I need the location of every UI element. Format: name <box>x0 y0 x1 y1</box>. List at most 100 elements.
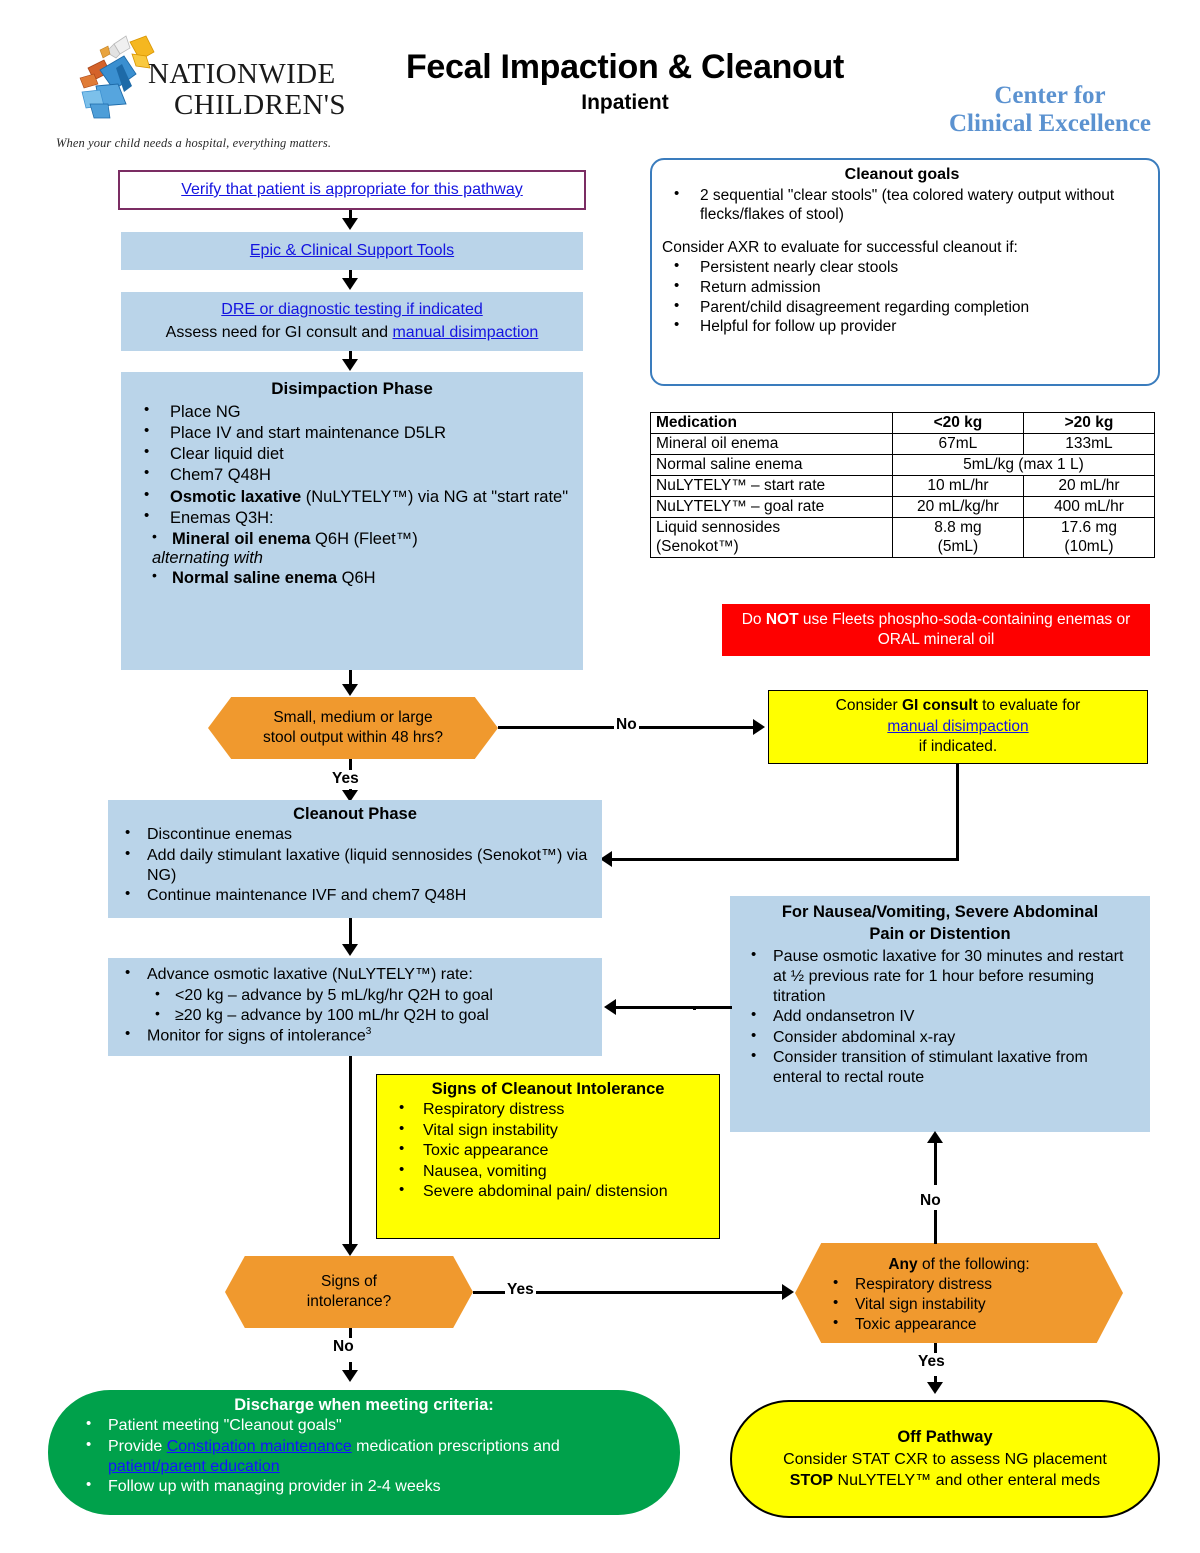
off-pathway-box: Off Pathway Consider STAT CXR to assess … <box>730 1400 1160 1518</box>
nausea-list: Pause osmotic laxative for 30 minutes an… <box>739 946 1141 1089</box>
cell-med: Mineral oil enema <box>650 433 893 455</box>
off-pathway-line-1: Consider STAT CXR to assess NG placement <box>783 1450 1107 1468</box>
list-item: Consider transition of stimulant laxativ… <box>751 1047 1141 1088</box>
arrow-verify-to-epic <box>342 218 358 230</box>
list-item: Toxic appearance <box>399 1140 719 1161</box>
cce-line-2: Clinical Excellence <box>948 110 1152 137</box>
list-item: Add ondansetron IV <box>751 1006 1141 1027</box>
advance-osmotic-laxative-box: Advance osmotic laxative (NuLYTELY™) rat… <box>108 958 602 1056</box>
connector-advance-to-hex-intol <box>349 1056 352 1248</box>
patient-parent-education-link[interactable]: patient/parent education <box>108 1457 280 1475</box>
advance-list-2: Monitor for signs of intolerance3 <box>117 1024 593 1046</box>
any-heading: Any of the following: <box>888 1256 1030 1274</box>
table-row: NuLYTELY™ – goal rate 20 mL/kg/hr 400 mL… <box>650 496 1156 518</box>
arrow-intol-no-to-discharge <box>342 1370 358 1382</box>
edge-label-yes-intol: Yes <box>505 1281 536 1299</box>
hex-intol-line-2: intolerance? <box>306 1293 392 1310</box>
cleanout-goals-box: Cleanout goals 2 sequential "clear stool… <box>650 158 1160 386</box>
signs-of-intolerance-decision: Signs of intolerance? <box>225 1256 473 1328</box>
list-item: 2 sequential "clear stools" (tea colored… <box>674 185 1148 225</box>
cell-both: 5mL/kg (max 1 L) <box>891 454 1156 476</box>
list-item: Persistent nearly clear stools <box>674 257 1148 277</box>
list-item: Patient meeting "Cleanout goals" <box>86 1415 656 1436</box>
epic-support-tools-link[interactable]: Epic & Clinical Support Tools <box>249 242 455 259</box>
col-under-20kg: <20 kg <box>891 412 1024 434</box>
cell-small: 10 mL/hr <box>891 475 1024 497</box>
cell-med: NuLYTELY™ – goal rate <box>650 496 893 518</box>
cleanout-phase-heading: Cleanout Phase <box>293 805 417 823</box>
arrow-intol-yes-to-any <box>782 1284 794 1300</box>
connector-cleanout-to-advance <box>349 918 352 946</box>
off-pathway-line-2: STOP NuLYTELY™ and other enteral meds <box>789 1471 1101 1489</box>
arrow-cleanout-to-advance <box>342 944 358 956</box>
dre-link[interactable]: DRE or diagnostic testing if indicated <box>221 301 483 319</box>
list-item: Place IV and start maintenance D5LR <box>144 422 574 444</box>
advance-sublist: <20 kg – advance by 5 mL/kg/hr Q2H to go… <box>117 985 593 1026</box>
list-item: Toxic appearance <box>833 1314 992 1334</box>
axr-criteria-list: Persistent nearly clear stools Return ad… <box>656 257 1148 337</box>
list-item: Continue maintenance IVF and chem7 Q48H <box>125 885 593 906</box>
list-item: Place NG <box>144 401 574 423</box>
list-item: Advance osmotic laxative (NuLYTELY™) rat… <box>125 964 593 985</box>
verify-pathway-box[interactable]: Verify that patient is appropriate for t… <box>118 170 586 210</box>
list-item: Follow up with managing provider in 2-4 … <box>86 1476 656 1497</box>
dre-line-1: DRE or diagnostic testing if indicated <box>221 299 482 321</box>
gi-consult-box[interactable]: Consider GI consult to evaluate for manu… <box>768 690 1148 764</box>
list-item: Pause osmotic laxative for 30 minutes an… <box>751 946 1141 1007</box>
gi-line-2: manual disimpaction <box>887 717 1028 738</box>
nausea-heading-2: Pain or Distention <box>869 924 1011 943</box>
arrow-dre-to-disimpaction <box>342 359 358 371</box>
list-item: Chem7 Q48H <box>144 464 574 486</box>
warning-text: Do NOT use Fleets phospho-soda-containin… <box>741 610 1131 648</box>
arrow-disimpaction-to-hex <box>342 684 358 696</box>
constipation-maintenance-link[interactable]: Constipation maintenance <box>166 1437 352 1455</box>
epic-support-tools-box[interactable]: Epic & Clinical Support Tools <box>121 232 583 270</box>
arrow-any-no-to-nausea <box>927 1131 943 1143</box>
nausea-vomiting-box: For Nausea/Vomiting, Severe Abdominal Pa… <box>730 896 1150 1132</box>
cleanout-phase-list: Discontinue enemas Add daily stimulant l… <box>117 824 593 906</box>
logo-tagline: When your child needs a hospital, everyt… <box>56 136 332 150</box>
list-item-osmotic: Osmotic laxative (NuLYTELY™) via NG at "… <box>144 486 574 508</box>
page-title: Fecal Impaction & Cleanout Inpatient <box>330 48 920 115</box>
list-item: Return admission <box>674 277 1148 297</box>
cell-small: 20 mL/kg/hr <box>891 496 1024 518</box>
manual-disimpaction-link-1[interactable]: manual disimpaction <box>392 323 539 341</box>
arrow-hex-yes-to-cleanout <box>342 790 358 802</box>
cell-small: 8.8 mg(5mL) <box>891 516 1024 559</box>
list-item: Parent/child disagreement regarding comp… <box>674 296 1148 317</box>
cell-small: 67mL <box>891 433 1024 455</box>
discharge-list: Patient meeting "Cleanout goals" Provide… <box>72 1415 656 1497</box>
nausea-heading-1: For Nausea/Vomiting, Severe Abdominal <box>781 903 1099 921</box>
table-row: NuLYTELY™ – start rate 10 mL/hr 20 mL/hr <box>650 475 1156 497</box>
enema-sublist-2: Normal saline enema Q6H <box>130 567 574 589</box>
list-item: Vital sign instability <box>833 1294 992 1314</box>
signs-of-cleanout-intolerance-box: Signs of Cleanout Intolerance Respirator… <box>376 1074 720 1239</box>
discharge-criteria-box: Discharge when meeting criteria: Patient… <box>48 1390 680 1515</box>
connector-any-no-upper <box>934 1143 937 1185</box>
nationwide-childrens-logo: NATIONWIDE CHILDREN'S When your child ne… <box>52 28 382 158</box>
manual-disimpaction-link-2[interactable]: manual disimpaction <box>887 717 1029 735</box>
disimpaction-heading: Disimpaction Phase <box>271 379 433 398</box>
title-sub: Inpatient <box>581 91 669 114</box>
list-item-monitor: Monitor for signs of intolerance3 <box>125 1024 593 1046</box>
arrow-epic-to-dre <box>342 278 358 290</box>
hex-intol-line-1: Signs of <box>320 1273 377 1291</box>
advance-list: Advance osmotic laxative (NuLYTELY™) rat… <box>117 964 593 985</box>
connector-intol-no-1 <box>349 1328 352 1342</box>
edge-label-yes-stool: Yes <box>330 770 361 788</box>
edge-label-no-intol: No <box>331 1338 356 1356</box>
discharge-heading: Discharge when meeting criteria: <box>234 1396 494 1414</box>
list-item-provide: Provide Constipation maintenance medicat… <box>86 1436 656 1477</box>
logo-line-1: NATIONWIDE <box>148 58 336 90</box>
verify-pathway-link[interactable]: Verify that patient is appropriate for t… <box>181 181 523 198</box>
hex-line-2: stool output within 48 hrs? <box>262 729 444 746</box>
arrow-gi-to-cleanout <box>600 851 612 867</box>
connector-any-no-lower <box>934 1192 937 1244</box>
dre-testing-box[interactable]: DRE or diagnostic testing if indicated A… <box>121 292 583 351</box>
connector-gi-down <box>956 764 959 860</box>
hex-line-1: Small, medium or large <box>273 709 433 727</box>
cleanout-goals-heading: Cleanout goals <box>844 166 960 183</box>
cell-large: 17.6 mg(10mL) <box>1022 516 1156 559</box>
butterfly-logo-icon <box>79 35 155 119</box>
gi-line-1: Consider GI consult to evaluate for <box>835 696 1081 714</box>
